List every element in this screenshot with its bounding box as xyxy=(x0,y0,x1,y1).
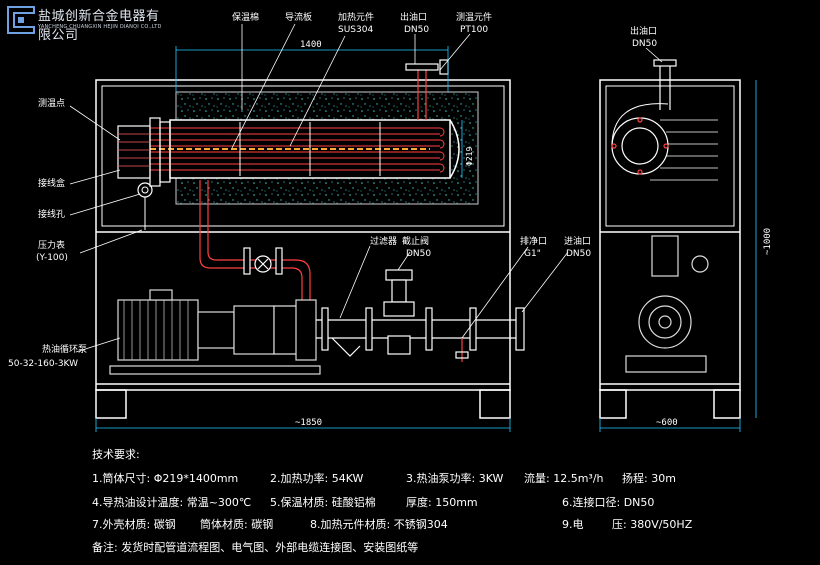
label-inlet-dn: DN50 xyxy=(566,249,591,259)
label-stop-valve: 截止阀 xyxy=(402,235,429,247)
spec-voltage: 压: 380V/50HZ xyxy=(612,518,693,531)
spec-5-insulation: 5.保温材质: 硅酸铝棉 xyxy=(270,496,376,509)
spec-6-connection: 6.连接口径: DN50 xyxy=(562,496,655,509)
label-heating-element: 加热元件 xyxy=(338,11,374,23)
spec-remark: 备注: 发货时配管道流程图、电气图、外部电缆连接图、安装图纸等 xyxy=(92,541,419,554)
pipe-valve xyxy=(243,247,283,275)
label-inlet: 进油口 xyxy=(564,235,591,247)
front-view-frame xyxy=(95,79,511,419)
side-pump xyxy=(625,235,709,373)
side-outlet-pipe xyxy=(653,59,677,110)
spec-7-shell: 7.外壳材质: 碳钢 xyxy=(92,518,176,531)
label-side-outlet: 出油口 xyxy=(630,25,657,37)
leader-lines xyxy=(69,23,663,353)
company-logo: 盐城创新合金电器有限公司 YANCHENG CHUANGXIN HEJIN DI… xyxy=(2,2,170,43)
junction-box xyxy=(117,117,171,187)
label-pump-model: 50-32-160-3KW xyxy=(8,359,78,369)
spec-4-temperature: 4.导热油设计温度: 常温~300℃ xyxy=(92,496,252,509)
pressure-gauge xyxy=(137,182,153,230)
label-stop-valve-dn: DN50 xyxy=(406,249,431,259)
outlet-pipe xyxy=(417,70,427,120)
label-junction-box: 接线盒 xyxy=(38,177,65,189)
label-circulation-pump: 热油循环泵 xyxy=(42,343,87,355)
label-outlet: 出油口 xyxy=(400,11,427,23)
tank-length-dim: 1400 xyxy=(300,40,322,50)
circulation-pump xyxy=(109,289,321,375)
front-dimensions xyxy=(95,46,511,432)
label-flow-guide-plate: 导流板 xyxy=(285,11,312,23)
spec-1-size: 1.筒体尺寸: Φ219*1400mm xyxy=(92,472,239,485)
logo-mark-icon xyxy=(7,6,35,34)
height-dim: ~1000 xyxy=(763,228,773,255)
overall-length-dim: ~1850 xyxy=(295,418,322,428)
label-material-sus304: SUS304 xyxy=(338,25,373,35)
inlet-pipe xyxy=(316,319,520,339)
label-pt100: PT100 xyxy=(460,25,488,35)
company-name: 盐城创新合金电器有限公司 xyxy=(38,9,160,43)
spec-body-material: 筒体材质: 碳钢 xyxy=(200,518,274,531)
side-width-dim: ~600 xyxy=(656,418,678,428)
spec-thickness: 厚度: 150mm xyxy=(406,496,478,509)
label-temp-point: 测温点 xyxy=(38,98,65,109)
filter xyxy=(331,337,361,357)
label-pressure-gauge: 压力表 xyxy=(38,239,65,251)
spec-head: 扬程: 30m xyxy=(622,472,676,485)
tank-dia-dim: Φ219 xyxy=(465,147,474,166)
label-drain-port: 排净口 xyxy=(520,235,547,247)
company-english-name: YANCHENG CHUANGXIN HEJIN DIANQI CO.,LTD xyxy=(38,24,162,30)
label-drain-size: G1" xyxy=(524,249,541,259)
outlet-flange xyxy=(405,59,449,75)
spec-2-power: 2.加热功率: 54KW xyxy=(270,472,364,485)
spec-3-pump-power: 3.热油泵功率: 3KW xyxy=(406,472,504,485)
side-dimensions xyxy=(599,80,757,432)
label-outlet-dn: DN50 xyxy=(404,25,429,35)
side-heater-coil xyxy=(611,103,718,181)
label-side-outlet-dn: DN50 xyxy=(632,39,657,49)
spec-flow: 流量: 12.5m³/h xyxy=(524,472,604,485)
stop-valve xyxy=(383,269,415,355)
label-filter: 过滤器 xyxy=(370,235,397,247)
label-insulation-layer: 保温棉 xyxy=(232,11,259,23)
spec-9-voltage-label: 9.电 xyxy=(562,518,584,531)
drain-port xyxy=(455,338,469,362)
spec-8-element-material: 8.加热元件材质: 不锈钢304 xyxy=(310,518,448,531)
pipe-flanges xyxy=(321,307,525,351)
spec-title: 技术要求: xyxy=(92,448,140,461)
label-wiring-hole: 接线孔 xyxy=(38,208,65,220)
label-temp-element: 测温元件 xyxy=(456,11,492,23)
label-pressure-gauge-model: (Y-100) xyxy=(36,253,68,263)
heater-tank xyxy=(150,119,460,179)
